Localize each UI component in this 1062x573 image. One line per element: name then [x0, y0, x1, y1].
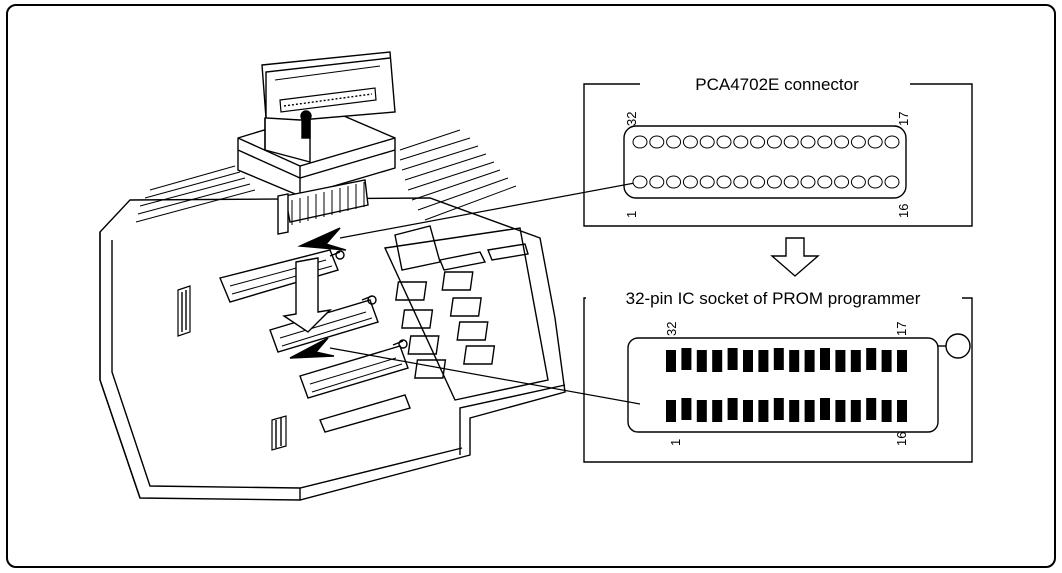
- connector-pin-hole: [716, 135, 732, 149]
- connector-pin-hole: [817, 175, 833, 189]
- socket-pin-contact: [743, 400, 753, 422]
- transition-arrow-icon: [770, 237, 820, 277]
- connector-pin-hole: [716, 175, 732, 189]
- socket-pin-contact: [712, 400, 723, 422]
- connector-pin-hole: [750, 175, 766, 189]
- prom-programmer-illustration: [99, 51, 566, 501]
- connector-pin-hole: [750, 135, 766, 149]
- connector-pin-holes: [632, 135, 900, 189]
- socket-pin-contact: [804, 350, 815, 372]
- insert-arrow: [282, 257, 333, 333]
- figure-frame: [6, 4, 1056, 568]
- socket-pin-contact: [758, 350, 769, 372]
- socket-pin-contact: [758, 400, 769, 422]
- socket-pin-contact: [666, 400, 676, 422]
- connector-pin-hole: [800, 175, 816, 189]
- connector-pin-hole: [867, 175, 883, 189]
- connector-pin-hole: [649, 175, 665, 189]
- socket-pin-contact: [850, 400, 861, 422]
- connector-pin-hole: [817, 135, 833, 149]
- socket-pin-contact: [835, 400, 846, 422]
- socket-pin-contact: [743, 350, 753, 372]
- socket-pin-contact: [681, 398, 692, 420]
- socket-pin-contact: [727, 348, 738, 370]
- socket-pin-contact: [773, 348, 784, 370]
- socket-detail: 32-pin IC socket of PROM programmer 32 1…: [583, 289, 973, 463]
- leader-line-socket: [329, 347, 641, 405]
- connector-pin-hole: [632, 135, 648, 149]
- connector-pin-hole: [699, 175, 715, 189]
- socket-pin-contact: [712, 350, 723, 372]
- connector-pin-hole: [834, 175, 850, 189]
- socket-pin-contact: [866, 398, 877, 420]
- surface-hatching: [135, 129, 517, 223]
- socket-pin-contact: [696, 350, 707, 372]
- keypad-buttons: [395, 271, 496, 379]
- connector-pin-1-label: 1: [624, 211, 639, 218]
- socket-title: 32-pin IC socket of PROM programmer: [626, 289, 921, 308]
- connector-pin-17-label: 17: [896, 112, 911, 126]
- connector-pin-hole: [783, 135, 799, 149]
- connector-pin-hole: [850, 175, 866, 189]
- socket-pin-16-label: 16: [894, 432, 909, 446]
- connector-pin-hole: [783, 175, 799, 189]
- socket-pin-contact: [881, 400, 892, 422]
- connector-pin-hole: [632, 175, 648, 189]
- socket-pin-contact: [820, 348, 830, 370]
- connector-pin-hole: [733, 175, 749, 189]
- connector-pin-hole: [850, 135, 866, 149]
- connector-pin-32-label: 32: [624, 112, 639, 126]
- connector-pin-16-label: 16: [896, 204, 911, 218]
- connector-pin-hole: [666, 135, 682, 149]
- connector-pin-hole: [884, 175, 900, 189]
- connector-title: PCA4702E connector: [695, 75, 859, 94]
- socket-pins: [666, 348, 907, 422]
- socket-pin-contact: [789, 400, 800, 422]
- socket-pin-contact: [897, 400, 907, 422]
- connector-pin-hole: [682, 135, 698, 149]
- socket-lever-icon: [945, 333, 971, 359]
- connector-pin-hole: [867, 135, 883, 149]
- connector-pin-hole: [699, 135, 715, 149]
- socket-pin-contact: [897, 350, 907, 372]
- socket-pin-contact: [804, 400, 815, 422]
- socket-pin-contact: [696, 400, 707, 422]
- socket-pin-contact: [881, 350, 892, 372]
- connector-body: [623, 125, 907, 199]
- socket-pin-contact: [773, 398, 784, 420]
- socket-pin-contact: [835, 350, 846, 372]
- socket-pin-contact: [666, 350, 676, 372]
- pin1-marker-adapter: [297, 227, 347, 251]
- socket-pin-contact: [866, 348, 877, 370]
- connector-pin-hole: [649, 135, 665, 149]
- connector-pin-hole: [800, 135, 816, 149]
- connector-pin-hole: [733, 135, 749, 149]
- connector-pin-hole: [766, 135, 782, 149]
- connector-pin-hole: [666, 175, 682, 189]
- socket-pin-contact: [681, 348, 692, 370]
- socket-pin-contact: [820, 398, 830, 420]
- connector-pin-hole: [766, 175, 782, 189]
- connector-pin-hole: [834, 135, 850, 149]
- connector-pin-hole: [884, 135, 900, 149]
- leader-line-connector: [339, 181, 641, 239]
- connector-detail: PCA4702E connector 32 17 1 16: [583, 75, 973, 227]
- socket-pin-17-label: 17: [894, 322, 909, 336]
- pin1-marker-socket: [289, 337, 335, 359]
- socket-pin-contact: [850, 350, 861, 372]
- socket-pin-1-label: 1: [668, 439, 683, 446]
- socket-pin-contact: [727, 398, 738, 420]
- socket-body: [627, 337, 939, 433]
- connector-pin-hole: [682, 175, 698, 189]
- pca4702e-adapter: [237, 51, 396, 235]
- socket-pin-32-label: 32: [664, 322, 679, 336]
- socket-pin-contact: [789, 350, 800, 372]
